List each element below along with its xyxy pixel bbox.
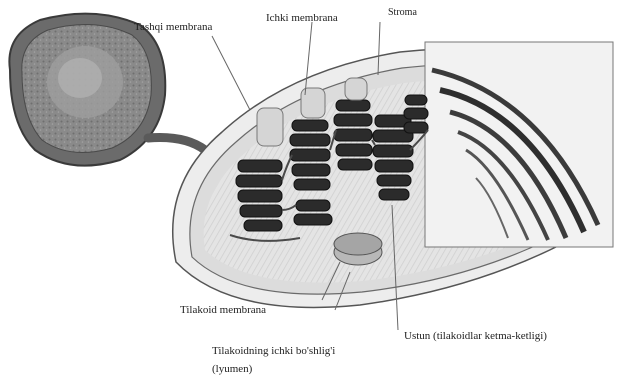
leaf-cell (9, 14, 165, 166)
label-thylakoid-membrane: Tilakoid membrana (180, 303, 266, 318)
label-lumen-line1: Tilakoidning ichki bo'shlig'i (212, 344, 335, 359)
chloroplast (173, 42, 613, 307)
label-stroma: Stroma (388, 5, 417, 20)
label-granum: Ustun (tilakoidlar ketma-ketligi) (404, 329, 547, 344)
label-lumen-line2: (lyumen) (212, 362, 252, 377)
label-inner-membrane: Ichki membrana (266, 11, 338, 26)
label-outer-membrane: Tashqi membrana (134, 20, 212, 35)
